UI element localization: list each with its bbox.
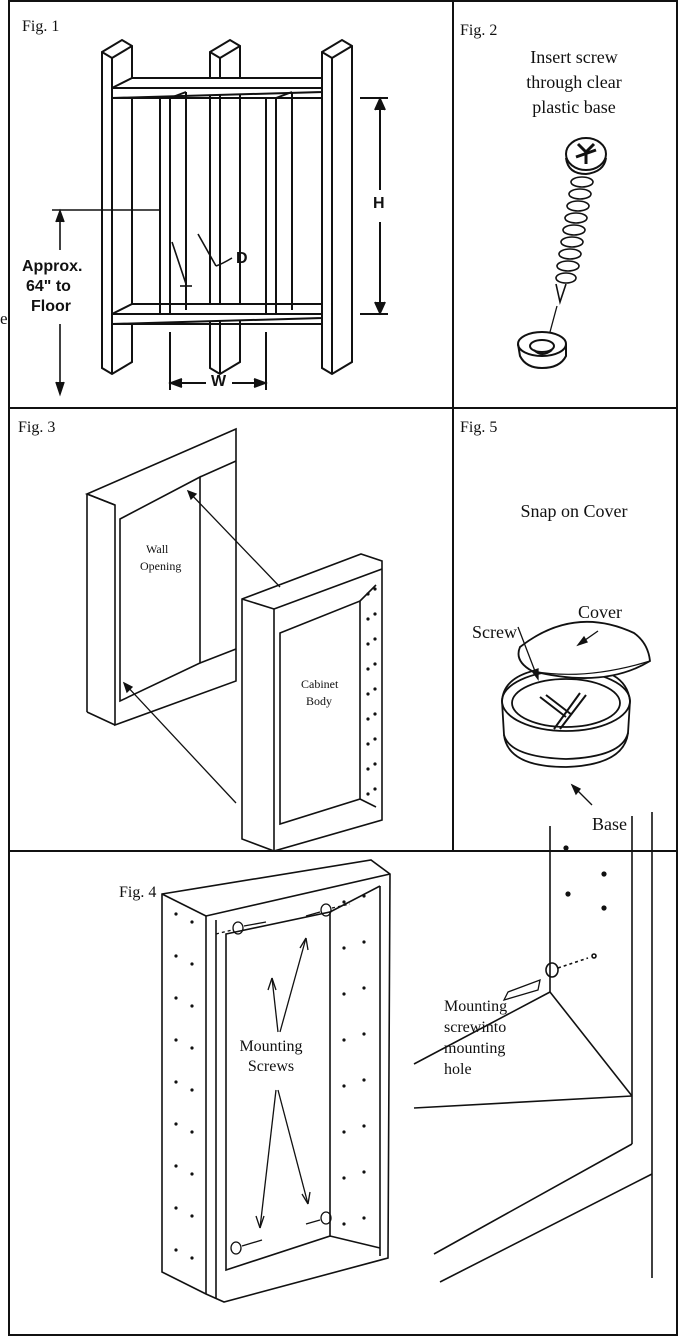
fig4-side-holes [174,894,366,1260]
fig1-opening-left-stud [160,92,186,314]
fig5-cover-label: Cover [578,602,622,622]
fig3-wall-opening-line2: Opening [140,559,182,573]
fig1-right-stud [322,40,352,374]
fig3-cabinet-body-box [242,554,382,851]
fig5-base-label: Base [592,814,627,834]
fig3-wall-opening-line1: Wall [146,542,169,556]
fig4-mounting-drawing [10,852,678,1338]
fig4-mounting-screws-line2: Screws [247,1058,295,1075]
fig5-caption: Snap on Cover [520,501,628,521]
fig5-panel: Fig. 5 Snap on Cover Cover Screw Base [452,407,678,852]
fig1-bottom-sill [112,304,322,324]
fig2-panel: Fig. 2 Insert screw through clear plasti… [452,0,678,409]
fig5-cover-cap [519,622,651,678]
fig2-caption-line2: through clear [526,72,622,92]
fig1-dim-w-label: W [211,373,227,390]
fig3-holes [366,587,377,796]
edge-text-fragment: e [0,309,8,328]
fig1-height-note-line2: 64" to [26,278,71,295]
fig1-width-dimension [170,332,266,390]
fig2-caption-line1: Insert screw [530,47,618,67]
fig4-label: Fig. 4 [119,884,157,901]
fig4-detail-view [414,812,652,1282]
fig4-detail-line4: hole [444,1061,472,1078]
fig2-screw-head [566,138,606,174]
fig2-screw-threads [550,177,593,332]
fig5-screw-head-in-base [540,693,586,729]
fig1-label: Fig. 1 [22,18,60,35]
fig2-screw-drawing [454,2,678,411]
fig2-plastic-base [518,332,566,368]
fig1-height-dimension [360,98,388,314]
fig4-detail-line3: mounting [444,1040,506,1057]
fig3-panel: Fig. 3 Wall Opening Cabinet Body [8,407,454,852]
fig1-wall-frame-drawing [10,2,456,411]
fig3-wall-opening-box [87,429,236,725]
fig5-screw-label: Screw [472,622,517,642]
fig1-height-note-line1: Approx. [22,258,83,275]
fig1-dim-d-label: D [236,250,248,267]
fig3-alignment-arrows [124,491,280,803]
fig4-arrows [256,938,310,1228]
fig4-cabinet-box [162,860,390,1302]
fig3-wall-opening-drawing [10,409,456,854]
fig1-height-note-line3: Floor [31,298,71,315]
fig4-screws [216,904,350,1254]
fig1-dim-h-label: H [373,195,385,212]
fig3-cabinet-body-line1: Cabinet [301,677,339,691]
fig5-label: Fig. 5 [460,419,498,436]
fig5-leaders [518,627,598,805]
fig5-cover-drawing [454,409,678,854]
fig4-detail-line2: screwinto [444,1019,507,1036]
fig1-panel: Fig. 1 H W D Approx. 64" to Floor [8,0,454,409]
fig4-mounting-screws-line1: Mounting [239,1038,303,1055]
fig4-panel: Fig. 4 Mounting Screws Mounting screwint… [8,850,678,1336]
fig1-depth-leaders [172,234,232,286]
fig3-label: Fig. 3 [18,419,56,436]
fig4-detail-line1: Mounting [444,998,508,1015]
fig1-top-header [112,78,322,98]
fig1-floor-height-dimension [52,210,160,394]
fig1-opening-right-stud [266,92,292,314]
fig2-caption-line3: plastic base [532,97,616,117]
fig2-label: Fig. 2 [460,22,498,39]
fig3-cabinet-body-line2: Body [306,694,333,708]
